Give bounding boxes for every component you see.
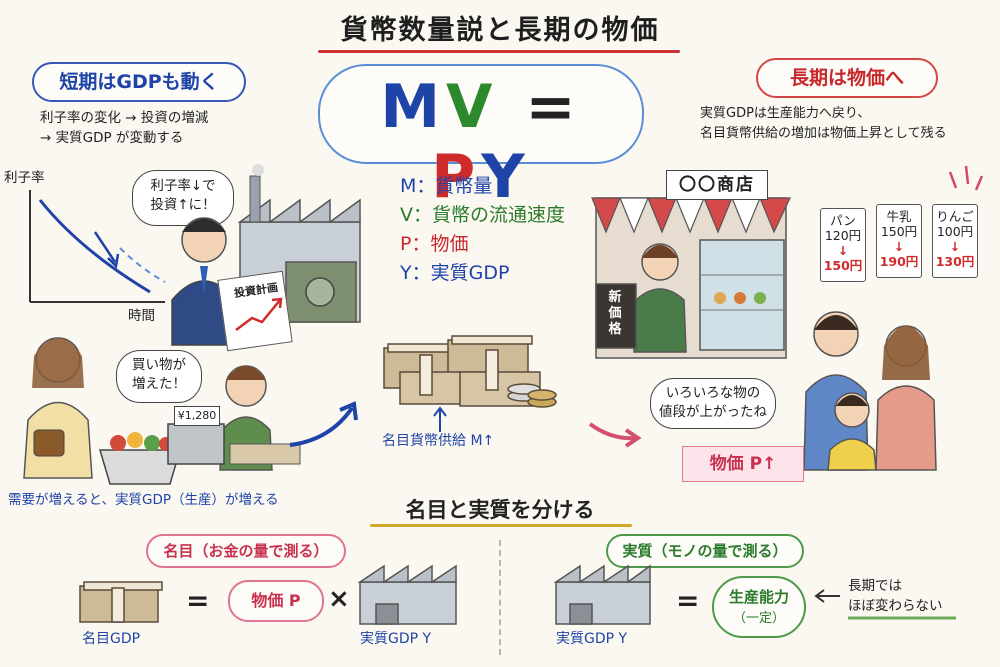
equation-frame <box>318 64 644 164</box>
bottom-heading-underline <box>370 524 632 527</box>
price-card-bread-new: 150円 <box>823 258 863 273</box>
page-title: 貨幣数量説と長期の物価 <box>340 15 660 46</box>
price-card-bread: パン 120円 ↓ 150円 <box>820 208 866 282</box>
equals-sign-2: = <box>676 584 700 617</box>
price-arrow-icon: ↓ <box>949 239 961 254</box>
equation-v: V <box>446 72 499 142</box>
equation-p: P <box>431 142 482 212</box>
new-price-board: 新価格 <box>608 290 622 337</box>
speech-investment: 利子率↓で 投資↑に！ <box>132 170 234 226</box>
title-underline <box>318 50 680 53</box>
definitions-list: M：貨幣量 V：貨幣の流通速度 P：物価 Y：実質GDP <box>400 172 565 288</box>
long-run-line1: 実質GDPは生産能力へ戻り、 <box>700 106 871 121</box>
shop-sign: 〇〇商店 <box>666 170 768 200</box>
bottom-heading: 名目と実質を分ける <box>405 498 595 522</box>
equation-m: M <box>380 72 447 142</box>
price-card-apple: りんご 100円 ↓ 130円 <box>932 204 978 278</box>
equals-sign-1: = <box>186 584 210 617</box>
price-card-apple-old: 100円 <box>936 224 974 239</box>
money-supply-caption: 名目貨幣供給 M↑ <box>382 433 495 449</box>
real-heading: 実質（モノの量で測る） <box>606 534 804 568</box>
price-card-milk-new: 190円 <box>879 254 919 269</box>
capacity-circle: 生産能力 （一定） <box>712 576 806 638</box>
speech-shopping: 買い物が 増えた！ <box>116 350 202 403</box>
short-run-heading: 短期はGDPも動く <box>32 62 246 102</box>
short-run-caption: 需要が増えると、実質GDP（生産）が増える <box>8 492 279 508</box>
long-run-line2: 名目貨幣供給の増加は物価上昇として残る <box>700 126 947 141</box>
price-arrow-icon: ↓ <box>893 239 905 254</box>
price-card-apple-new: 130円 <box>935 254 975 269</box>
nominal-heading: 名目（お金の量で測る） <box>146 534 346 568</box>
price-level-p: 物価 P <box>228 580 324 622</box>
long-run-description: 実質GDPは生産能力へ戻り、 名目貨幣供給の増加は物価上昇として残る <box>700 104 947 144</box>
nominal-gdp-label: 名目GDP <box>82 631 141 647</box>
times-sign: × <box>328 584 350 614</box>
price-card-milk-item: 牛乳 <box>886 209 912 224</box>
equation-y: Y <box>481 142 531 212</box>
short-run-description: 利子率の変化 → 投資の増減 → 実質GDP が変動する <box>40 108 208 148</box>
price-level-banner: 物価 P↑ <box>682 446 804 482</box>
long-run-note-line2: ほぼ変わらない <box>848 598 943 614</box>
long-run-note: 長期では ほぼ変わらない <box>848 576 943 616</box>
graph-y-axis-label: 利子率 <box>4 170 45 186</box>
real-gdp-y-label-1: 実質GDP Y <box>360 631 432 647</box>
price-card-milk-old: 150円 <box>880 224 918 239</box>
definition-v: V：貨幣の流通速度 <box>400 204 565 226</box>
graph-x-axis-label: 時間 <box>128 308 155 324</box>
capacity-line1: 生産能力 <box>728 588 789 606</box>
long-run-heading: 長期は物価へ <box>756 58 938 98</box>
register-display: ¥1,280 <box>174 406 220 426</box>
price-card-apple-item: りんご <box>936 209 974 224</box>
definition-y: Y：実質GDP <box>400 262 510 284</box>
speech-prices: いろいろな物の 値段が上がったね <box>650 378 776 429</box>
price-card-bread-old: 120円 <box>824 228 862 243</box>
capacity-line2: （一定） <box>732 611 785 626</box>
long-run-note-line1: 長期では <box>848 578 902 594</box>
price-card-milk: 牛乳 150円 ↓ 190円 <box>876 204 922 278</box>
equation: MV = PY <box>318 72 644 212</box>
definition-m: M：貨幣量 <box>400 175 493 197</box>
section-divider <box>499 540 501 655</box>
equation-equals: = <box>525 72 582 142</box>
short-run-line2: → 実質GDP が変動する <box>40 130 184 146</box>
short-run-line1: 利子率の変化 → 投資の増減 <box>40 110 209 126</box>
price-arrow-icon: ↓ <box>837 243 849 258</box>
price-card-bread-item: パン <box>830 213 856 228</box>
real-gdp-y-label-2: 実質GDP Y <box>556 631 628 647</box>
definition-p: P：物価 <box>400 233 469 255</box>
